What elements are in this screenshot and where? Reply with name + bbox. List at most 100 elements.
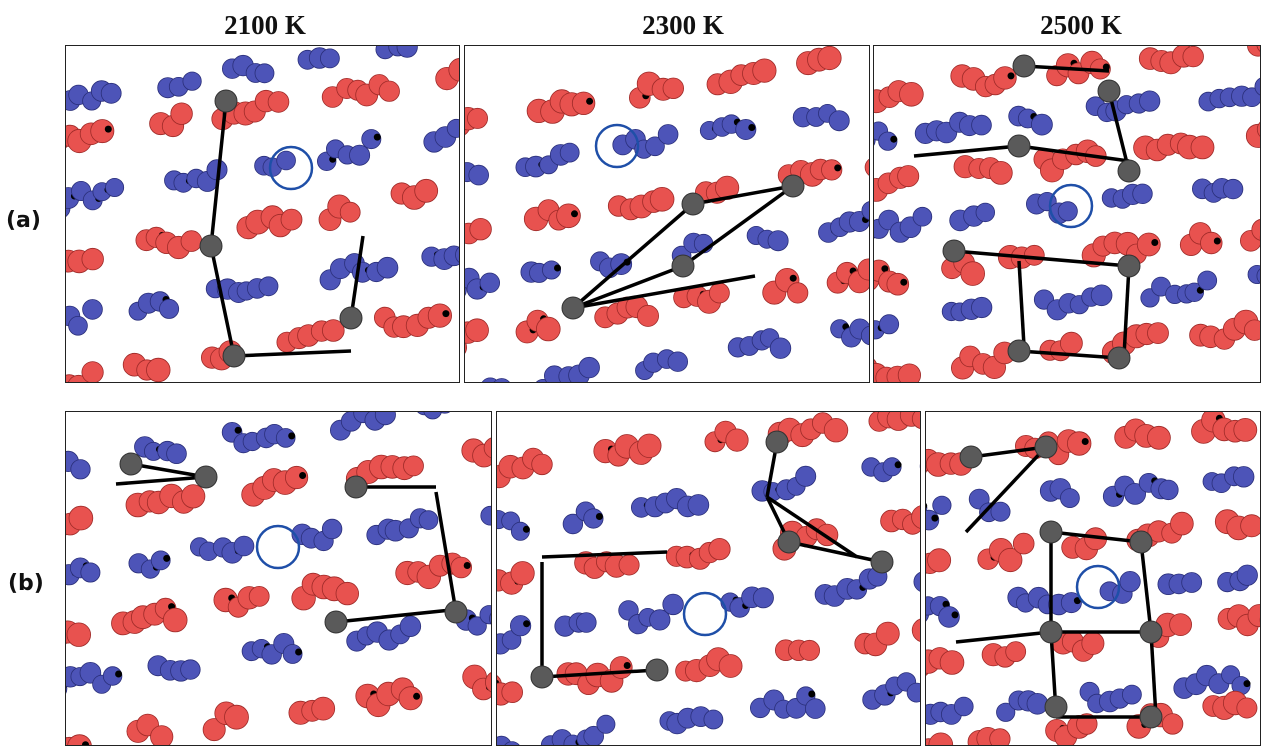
panel-b-2300k (496, 411, 921, 746)
red-atom (960, 261, 985, 286)
black-atom (82, 741, 89, 745)
gray-atom (671, 254, 695, 278)
red-atom (403, 455, 424, 477)
blue-atom (971, 114, 992, 136)
red-atom (170, 102, 193, 125)
atom-snapshot (874, 46, 1260, 382)
red-atom (752, 58, 777, 83)
black-atom (586, 97, 594, 105)
red-atom (911, 412, 920, 429)
red-atom (1190, 135, 1215, 160)
blue-atom (254, 63, 275, 84)
red-atom (618, 554, 640, 576)
blue-atom (1132, 183, 1153, 205)
gray-atom (1044, 695, 1068, 719)
bond-line (1018, 349, 1120, 360)
bond-line (964, 445, 1048, 534)
red-atom (1161, 713, 1184, 735)
red-atom (875, 621, 900, 646)
bond-line (766, 495, 858, 559)
column-header-2300k: 2300 K (642, 10, 724, 40)
panel-a-2300k (464, 45, 870, 383)
bond-line (233, 349, 352, 358)
black-atom (373, 133, 381, 141)
black-atom (808, 690, 816, 698)
blue-atom (399, 615, 422, 638)
black-atom (1213, 237, 1221, 245)
red-atom (897, 165, 920, 188)
red-atom (993, 66, 1017, 90)
black-atom (900, 278, 908, 286)
red-atom (398, 686, 423, 711)
red-atom (248, 585, 270, 607)
red-atom (335, 581, 360, 606)
blue-atom (996, 702, 1016, 722)
bond-line (692, 184, 794, 206)
gray-atom (1007, 134, 1031, 158)
gray-atom (645, 658, 669, 682)
blue-atom (479, 605, 491, 625)
red-atom (378, 80, 400, 102)
blue-atom (70, 459, 91, 480)
red-atom (1169, 613, 1193, 637)
blue-atom (100, 82, 122, 104)
red-atom (718, 654, 743, 678)
red-atom (1076, 713, 1098, 735)
black-atom (493, 382, 500, 383)
black-atom (748, 124, 756, 131)
red-atom (864, 158, 869, 176)
bond-line (541, 668, 658, 679)
gray-atom (781, 174, 805, 198)
red-atom (311, 696, 336, 721)
red-atom (536, 316, 561, 342)
blue-atom (1026, 692, 1049, 715)
red-atom (510, 561, 535, 586)
red-atom (1147, 322, 1169, 345)
atom-snapshot (465, 46, 869, 383)
black-atom (104, 125, 112, 133)
black-atom (1102, 63, 1110, 71)
black-atom (834, 164, 842, 172)
blue-atom (578, 356, 600, 379)
red-atom (927, 548, 952, 573)
blue-atom (767, 230, 789, 252)
red-atom (1182, 46, 1204, 68)
blue-atom (1057, 201, 1078, 222)
blue-atom (1242, 87, 1260, 107)
red-atom (1233, 417, 1258, 442)
gray-atom (765, 430, 789, 454)
gray-atom (1139, 620, 1163, 644)
blue-atom (879, 314, 900, 335)
black-atom (890, 135, 898, 143)
blue-atom (349, 144, 371, 166)
blue-atom (906, 682, 920, 703)
black-atom (1073, 597, 1081, 605)
black-atom (554, 264, 561, 272)
red-atom (150, 725, 174, 745)
panel-a-2100k (65, 45, 460, 383)
blue-atom (1090, 284, 1113, 307)
blue-atom (467, 616, 487, 636)
atom-snapshot (66, 46, 459, 382)
black-atom (926, 503, 928, 509)
panel-a-2500k (873, 45, 1261, 383)
black-atom (523, 620, 531, 628)
highlight-circle (682, 591, 728, 637)
highlight-circle (594, 123, 640, 169)
bond-line (1018, 144, 1130, 163)
gray-atom (324, 610, 348, 634)
black-atom (299, 472, 307, 479)
bond-line (788, 540, 883, 564)
blue-atom (374, 412, 396, 426)
black-atom (942, 600, 950, 608)
blue-atom (233, 535, 255, 557)
blue-atom (105, 177, 125, 197)
red-atom (81, 361, 104, 382)
panel-b-2500k (925, 411, 1261, 746)
red-atom (637, 433, 662, 459)
blue-atom (562, 513, 584, 535)
red-atom (1243, 319, 1260, 341)
bond-line (130, 462, 207, 479)
gray-atom (194, 465, 218, 489)
red-atom (1251, 219, 1260, 241)
